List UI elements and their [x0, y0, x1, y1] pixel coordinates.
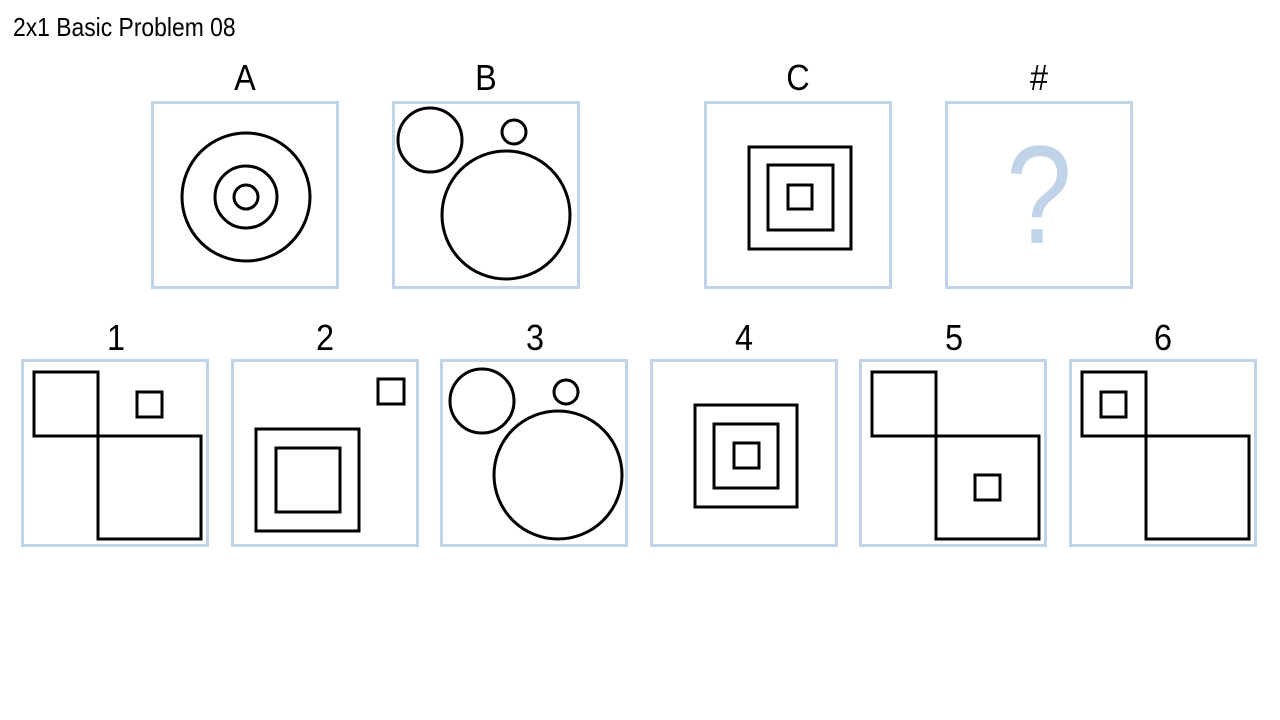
label-C: C: [786, 57, 810, 98]
middle-square: [712, 422, 780, 490]
option-6[interactable]: [1069, 359, 1257, 547]
small-circle: [500, 118, 528, 146]
inner-square: [732, 441, 761, 470]
outer-square: [747, 145, 853, 251]
panel-A: [151, 101, 339, 289]
upper-square: [870, 370, 938, 438]
lower-square: [96, 434, 203, 541]
small-square: [973, 473, 1002, 502]
option-label-1: 1: [106, 317, 126, 358]
upper-square: [32, 370, 100, 438]
inner-circle: [232, 183, 260, 211]
middle-circle: [213, 164, 279, 230]
figure-corner-squares-small-lower: [870, 370, 1041, 541]
figure-separate-circles: [396, 106, 572, 281]
small-square: [1099, 390, 1128, 419]
label-B: B: [475, 57, 497, 98]
option-4[interactable]: [650, 359, 838, 547]
option-label-4: 4: [734, 317, 754, 358]
option-label-3: 3: [525, 317, 545, 358]
figure-separate-circles: [448, 367, 624, 541]
small-square: [376, 377, 406, 406]
figure-corner-squares-small-outside: [32, 370, 203, 541]
question-mark: ?: [1005, 116, 1073, 273]
figure-corner-squares-small-upper: [1080, 370, 1251, 541]
middle-square: [766, 163, 835, 232]
medium-circle: [448, 367, 516, 435]
outer-circle: [180, 131, 312, 263]
option-label-2: 2: [315, 317, 335, 358]
option-3[interactable]: [440, 359, 628, 547]
option-label-5: 5: [944, 317, 964, 358]
problem-title: 2x1 Basic Problem 08: [13, 12, 236, 42]
small-square: [135, 390, 164, 419]
option-5[interactable]: [859, 359, 1047, 547]
figure-concentric-circles: [180, 131, 312, 263]
option-1[interactable]: [21, 359, 209, 547]
medium-circle: [396, 106, 464, 174]
outer-square: [254, 427, 361, 533]
large-circle: [440, 149, 572, 281]
figure-concentric-squares: [693, 403, 799, 509]
label-unknown: #: [1029, 57, 1049, 98]
figure-concentric-squares: [747, 145, 853, 251]
panel-B: [392, 101, 580, 289]
large-circle: [492, 409, 624, 541]
panel-unknown: ?: [945, 101, 1133, 289]
label-A: A: [234, 57, 256, 98]
inner-square: [786, 183, 814, 211]
small-circle: [552, 378, 580, 406]
lower-square: [934, 434, 1041, 541]
figure-nested-squares-small-corner: [254, 377, 406, 533]
panel-C: [704, 101, 892, 289]
lower-square: [1144, 434, 1251, 541]
inner-square: [274, 446, 342, 514]
upper-square: [1080, 370, 1148, 438]
option-2[interactable]: [231, 359, 419, 547]
option-label-6: 6: [1153, 317, 1173, 358]
outer-square: [693, 403, 799, 509]
